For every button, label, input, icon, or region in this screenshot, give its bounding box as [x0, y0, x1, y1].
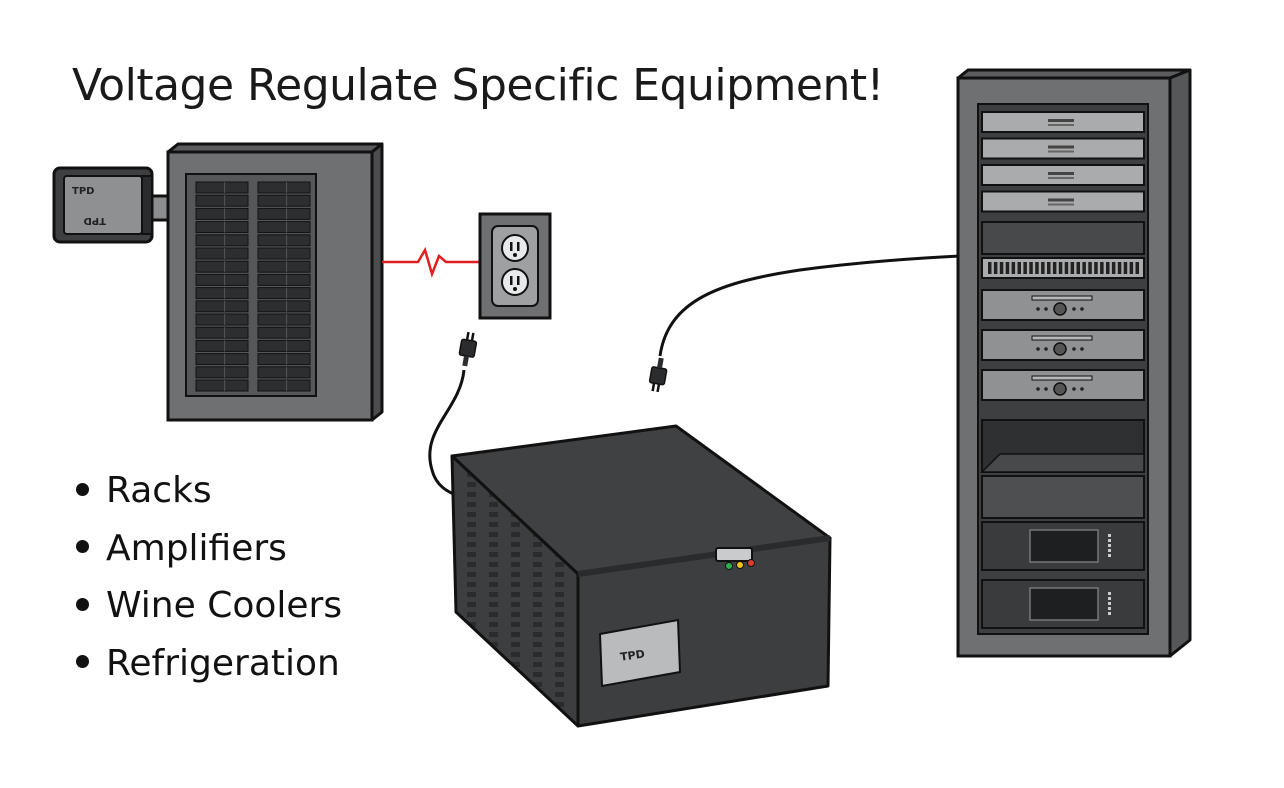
- list-item: Racks: [76, 466, 342, 524]
- red-wire: [382, 246, 480, 278]
- surge-protector-label-inverted: TPD: [84, 215, 106, 226]
- breaker-switch: [195, 194, 249, 207]
- breaker-switch: [195, 221, 249, 234]
- breaker-switch: [257, 234, 311, 247]
- plug-icon: [458, 331, 478, 367]
- list-item-label: Racks: [106, 470, 212, 511]
- breaker-switch: [195, 339, 249, 352]
- bullet-dot-icon: [76, 540, 89, 553]
- breaker-switch: [257, 300, 311, 313]
- breaker-switch: [195, 273, 249, 286]
- breaker-switch: [257, 287, 311, 300]
- breaker-switch: [195, 234, 249, 247]
- plug-icon: [648, 357, 668, 393]
- breaker-switch: [195, 313, 249, 326]
- breaker-switch: [195, 207, 249, 220]
- server-rack-icon: [956, 68, 1192, 658]
- breaker-switch: [257, 273, 311, 286]
- wall-outlet-icon: [478, 212, 552, 320]
- surge-protector-icon: TPD TPD: [52, 166, 172, 244]
- breaker-switches: [195, 181, 311, 392]
- regulator-power-cord: [428, 369, 466, 498]
- breaker-switch: [257, 194, 311, 207]
- breaker-switch: [257, 366, 311, 379]
- list-item-label: Amplifiers: [106, 527, 287, 569]
- breaker-switch: [195, 353, 249, 366]
- breaker-switch: [195, 260, 249, 273]
- breaker-switch: [257, 353, 311, 366]
- breaker-switch: [195, 287, 249, 300]
- equipment-list: Racks Amplifiers Wine Coolers Refrigerat…: [76, 466, 342, 696]
- breaker-switch: [257, 221, 311, 234]
- breaker-switch: [195, 300, 249, 313]
- list-item-label: Refrigeration: [106, 642, 340, 684]
- list-item: Amplifiers: [76, 524, 342, 582]
- breaker-switch: [257, 339, 311, 352]
- breaker-switch: [257, 313, 311, 326]
- breaker-switch: [257, 247, 311, 260]
- breaker-switch: [257, 260, 311, 273]
- breaker-switch: [257, 326, 311, 339]
- surge-protector-label: TPD: [72, 186, 94, 197]
- bullet-dot-icon: [76, 597, 89, 611]
- breaker-switch: [195, 326, 249, 339]
- rack-power-cord: [658, 254, 961, 357]
- list-item-label: Wine Coolers: [106, 585, 343, 626]
- page-title: Voltage Regulate Specific Equipment!: [72, 60, 884, 111]
- breaker-switch: [257, 379, 311, 392]
- breaker-switch: [257, 207, 311, 220]
- breaker-switch: [195, 366, 249, 379]
- regulator-brand-label: TPD: [619, 647, 645, 663]
- breaker-switch: [195, 379, 249, 392]
- breaker-switch: [195, 181, 249, 194]
- list-item: Wine Coolers: [76, 581, 342, 639]
- breaker-switch: [195, 247, 249, 260]
- rack-blank-panel: [981, 475, 1145, 519]
- bullet-dot-icon: [76, 482, 89, 496]
- breaker-panel-icon: [166, 142, 384, 422]
- rack-switch: [981, 221, 1145, 255]
- rack-units: [980, 111, 1145, 629]
- bullet-dot-icon: [76, 655, 89, 668]
- list-item: Refrigeration: [76, 639, 342, 697]
- breaker-switch: [257, 181, 311, 194]
- voltage-regulator-icon: TPD: [450, 424, 832, 728]
